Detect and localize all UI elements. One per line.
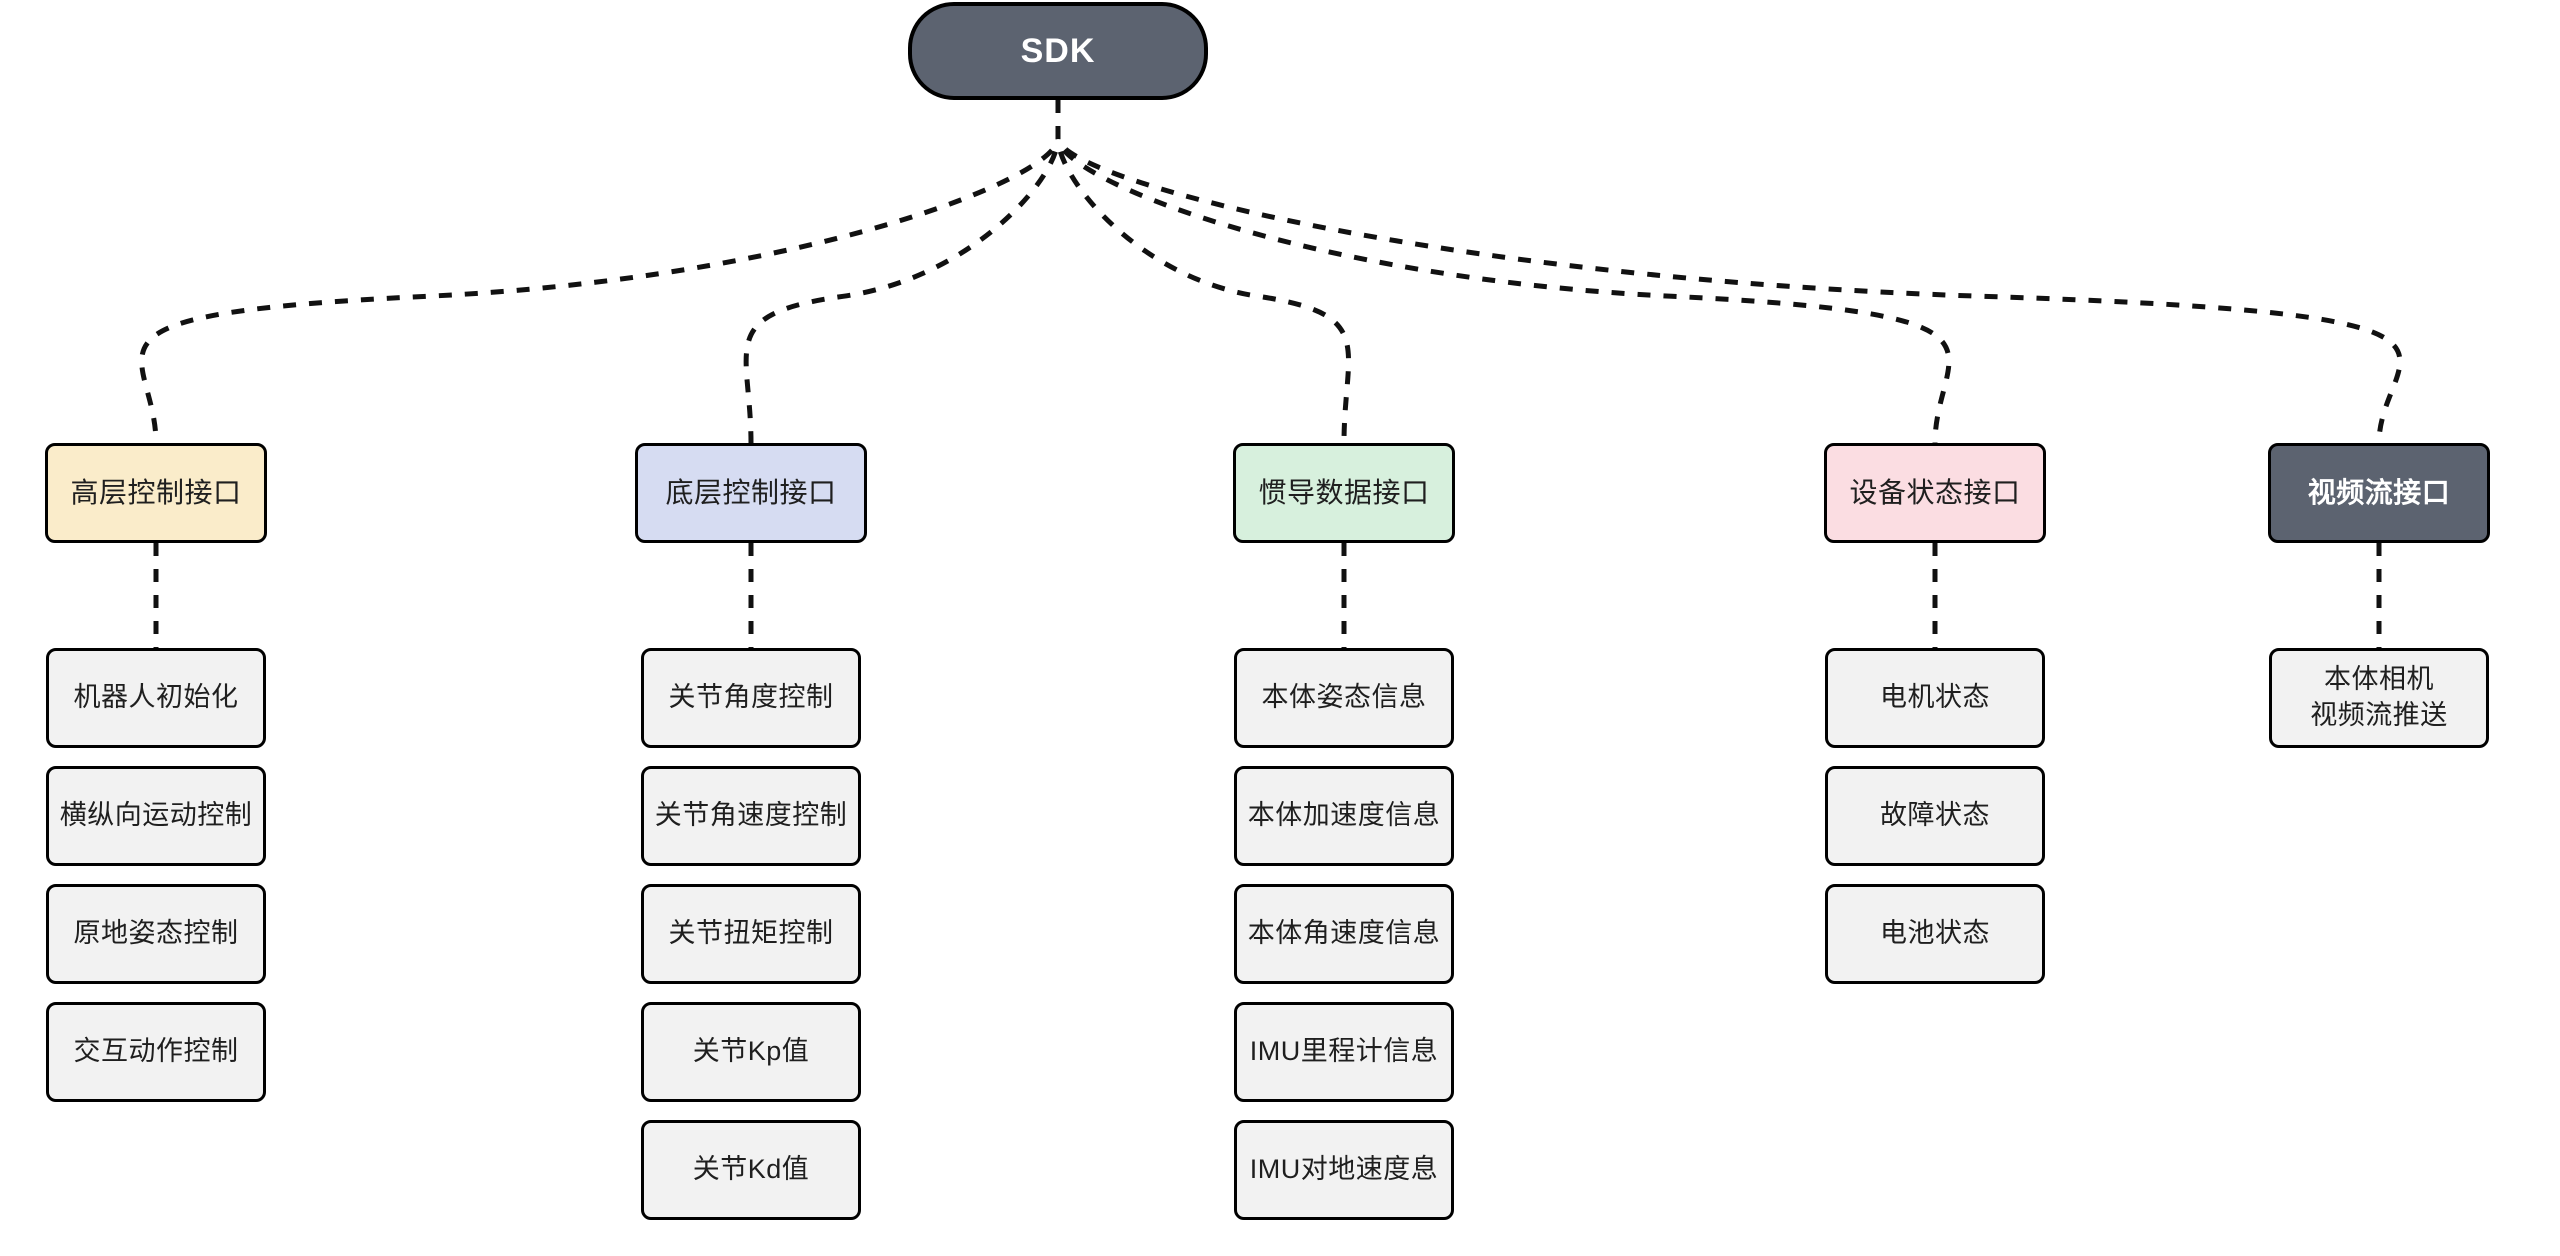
leaf-node-label: 关节角速度控制 xyxy=(654,800,848,831)
leaf-node-5-1[interactable]: 本体相机 视频流推送 xyxy=(2269,648,2489,748)
edge-root-to-branch-2 xyxy=(743,100,1061,444)
leaf-node-label: 关节扭矩控制 xyxy=(668,918,834,949)
leaf-node-label: 电机状态 xyxy=(1880,682,1990,713)
branch-node-label: 惯导数据接口 xyxy=(1258,476,1430,508)
branch-node-label: 设备状态接口 xyxy=(1849,476,2021,508)
leaf-node-label: 本体加速度信息 xyxy=(1247,800,1441,831)
leaf-node-label: 本体姿态信息 xyxy=(1261,682,1427,713)
edge-root-to-branch-1 xyxy=(139,100,1061,444)
leaf-node-2-1[interactable]: 关节角度控制 xyxy=(641,648,861,748)
branch-node-label: 视频流接口 xyxy=(2307,476,2451,508)
leaf-node-2-5[interactable]: 关节Kd值 xyxy=(641,1120,861,1220)
leaf-node-2-4[interactable]: 关节Kp值 xyxy=(641,1002,861,1102)
leaf-node-label: 关节角度控制 xyxy=(668,682,834,713)
leaf-node-label: 本体相机 视频流推送 xyxy=(2310,664,2448,730)
leaf-node-3-3[interactable]: 本体角速度信息 xyxy=(1234,884,1454,984)
branch-node-3[interactable]: 惯导数据接口 xyxy=(1233,443,1455,543)
edge-root-to-branch-3 xyxy=(1055,100,1352,444)
branch-node-4[interactable]: 设备状态接口 xyxy=(1824,443,2046,543)
edge-root-to-branch-5 xyxy=(1055,100,2403,444)
leaf-node-3-4[interactable]: IMU里程计信息 xyxy=(1234,1002,1454,1102)
leaf-node-1-2[interactable]: 横纵向运动控制 xyxy=(46,766,266,866)
leaf-node-label: 原地姿态控制 xyxy=(73,918,239,949)
leaf-node-label: 横纵向运动控制 xyxy=(59,800,253,831)
leaf-node-label: 交互动作控制 xyxy=(73,1036,239,1067)
leaf-node-4-3[interactable]: 电池状态 xyxy=(1825,884,2045,984)
branch-node-1[interactable]: 高层控制接口 xyxy=(45,443,267,543)
leaf-node-3-2[interactable]: 本体加速度信息 xyxy=(1234,766,1454,866)
leaf-node-2-2[interactable]: 关节角速度控制 xyxy=(641,766,861,866)
leaf-node-1-1[interactable]: 机器人初始化 xyxy=(46,648,266,748)
leaf-node-2-3[interactable]: 关节扭矩控制 xyxy=(641,884,861,984)
leaf-node-3-5[interactable]: IMU对地速度息 xyxy=(1234,1120,1454,1220)
root-edges xyxy=(139,100,2403,444)
leaf-node-3-1[interactable]: 本体姿态信息 xyxy=(1234,648,1454,748)
branch-node-label: 高层控制接口 xyxy=(70,476,242,508)
branch-node-5[interactable]: 视频流接口 xyxy=(2268,443,2490,543)
leaf-node-label: 关节Kd值 xyxy=(692,1154,810,1185)
branch-node-label: 底层控制接口 xyxy=(665,476,837,508)
leaf-node-label: 电池状态 xyxy=(1880,918,1990,949)
leaf-node-1-3[interactable]: 原地姿态控制 xyxy=(46,884,266,984)
leaf-node-1-4[interactable]: 交互动作控制 xyxy=(46,1002,266,1102)
leaf-node-label: IMU里程计信息 xyxy=(1249,1036,1439,1067)
leaf-node-label: 机器人初始化 xyxy=(73,682,239,713)
leaf-node-label: IMU对地速度息 xyxy=(1249,1154,1439,1185)
leaf-edges xyxy=(153,543,2382,648)
edge-root-to-branch-4 xyxy=(1055,100,1952,444)
leaf-node-label: 关节Kp值 xyxy=(692,1036,810,1067)
branch-node-2[interactable]: 底层控制接口 xyxy=(635,443,867,543)
leaf-node-label: 故障状态 xyxy=(1880,800,1990,831)
leaf-node-label: 本体角速度信息 xyxy=(1247,918,1441,949)
root-node-sdk[interactable]: SDK xyxy=(908,2,1208,100)
leaf-node-4-1[interactable]: 电机状态 xyxy=(1825,648,2045,748)
leaf-node-4-2[interactable]: 故障状态 xyxy=(1825,766,2045,866)
